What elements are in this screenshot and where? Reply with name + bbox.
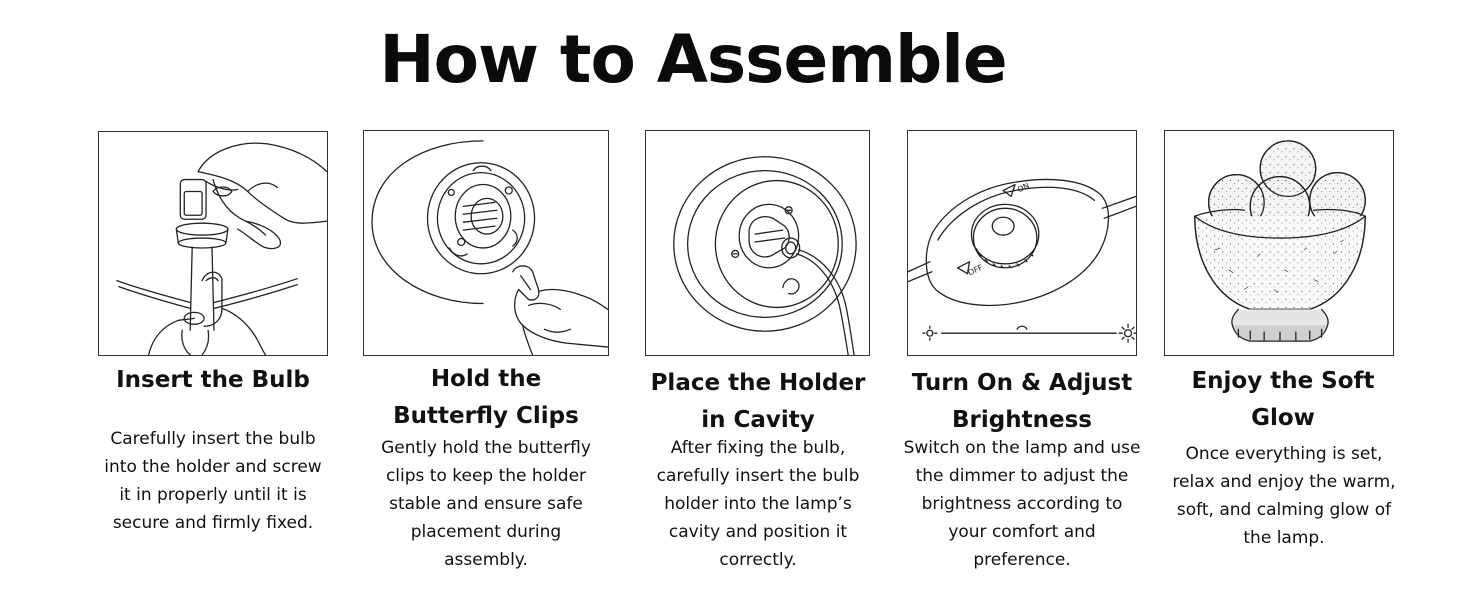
page-title: How to Assemble bbox=[379, 21, 1007, 98]
step-5-heading: Enjoy the Soft Glow bbox=[1191, 368, 1375, 431]
step-2-text: Gently hold the butterfly clips to keep … bbox=[381, 438, 591, 570]
step-3-text: After fixing the bulb, carefully insert … bbox=[656, 438, 860, 570]
butterfly-clip-hand-icon bbox=[371, 140, 608, 355]
step-4-text: Switch on the lamp and use the dimmer to… bbox=[903, 438, 1141, 570]
dimmer-on-label: ON bbox=[1016, 181, 1031, 194]
hand-inserting-bulb-icon bbox=[116, 142, 327, 355]
step-5-illustration bbox=[1164, 130, 1394, 356]
step-3-heading: Place the Holder in Cavity bbox=[650, 370, 866, 433]
holder-in-cavity-icon bbox=[673, 156, 857, 355]
step-5-text: Once everything is set, relax and enjoy … bbox=[1172, 444, 1396, 548]
step-3-illustration bbox=[645, 130, 870, 356]
step-2-illustration bbox=[363, 130, 609, 356]
step-1-text: Carefully insert the bulb into the holde… bbox=[104, 429, 322, 533]
dimmer-switch-icon: ON OFF bbox=[908, 178, 1136, 343]
step-1-illustration bbox=[98, 131, 328, 356]
step-4-heading: Turn On & Adjust Brightness bbox=[911, 370, 1133, 433]
step-4-illustration: ON OFF bbox=[907, 130, 1137, 356]
step-2-heading: Hold the Butterfly Clips bbox=[393, 366, 579, 429]
salt-lamp-bowl-icon bbox=[1194, 140, 1366, 342]
step-1-heading: Insert the Bulb bbox=[116, 367, 310, 393]
